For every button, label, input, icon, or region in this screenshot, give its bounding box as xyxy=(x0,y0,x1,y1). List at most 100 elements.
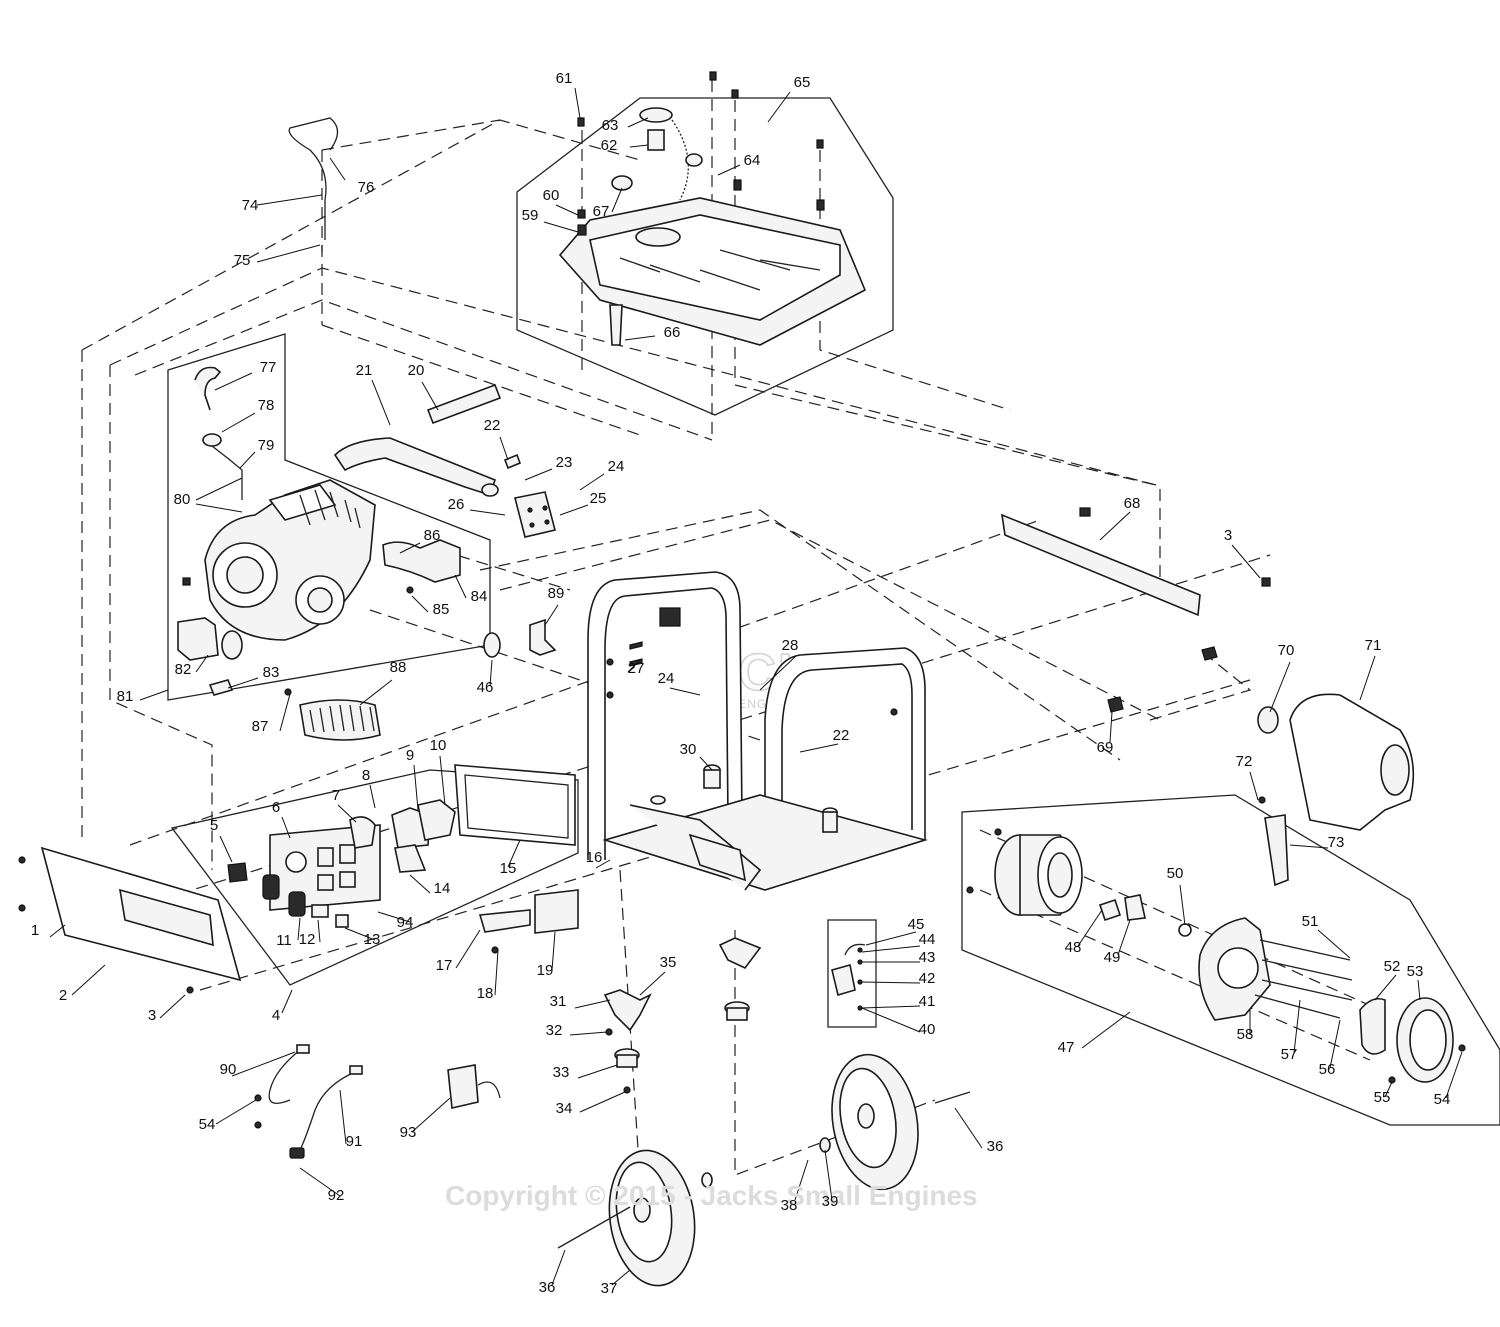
callout-64: 64 xyxy=(744,152,761,169)
rear-bearing-carrier xyxy=(1359,997,1386,1055)
callout-85: 85 xyxy=(433,601,450,618)
callout-49: 49 xyxy=(1104,949,1121,966)
fuel-tank-neck xyxy=(635,227,681,247)
foot-bracket-2 xyxy=(718,937,762,970)
callout-93: 93 xyxy=(400,1124,417,1141)
callout-94: 94 xyxy=(397,914,414,931)
callout-40: 40 xyxy=(919,1021,936,1038)
callout-92: 92 xyxy=(328,1187,345,1204)
callout-51: 51 xyxy=(1302,913,1319,930)
callout-6: 6 xyxy=(272,799,280,816)
callout-61: 61 xyxy=(556,70,573,87)
callout-34: 34 xyxy=(556,1100,573,1117)
callout-55: 55 xyxy=(1374,1089,1391,1106)
callout-56: 56 xyxy=(1319,1061,1336,1078)
callout-22: 22 xyxy=(833,727,850,744)
wheel-front xyxy=(701,1053,971,1191)
engine-group-outline xyxy=(167,333,491,701)
callout-58: 58 xyxy=(1237,1026,1254,1043)
tie-bar-68 xyxy=(1001,513,1201,617)
callout-83: 83 xyxy=(263,664,280,681)
group-outlines xyxy=(167,97,1500,1126)
battery-box-19 xyxy=(534,889,579,934)
callout-48: 48 xyxy=(1065,939,1082,956)
callout-65: 65 xyxy=(794,74,811,91)
callout-90: 90 xyxy=(220,1061,237,1078)
callout-81: 81 xyxy=(117,688,134,705)
exhaust-tube xyxy=(426,383,502,425)
callout-42: 42 xyxy=(919,970,936,987)
hardware-box-outline xyxy=(827,919,877,1028)
callout-7: 7 xyxy=(332,787,340,804)
callout-13: 13 xyxy=(364,931,381,948)
muffler-gasket xyxy=(382,539,461,583)
wheel-rear xyxy=(557,1149,696,1287)
callout-2: 2 xyxy=(59,987,67,1004)
callout-86: 86 xyxy=(424,527,441,544)
grommet-46 xyxy=(483,632,501,658)
battery-charger-93 xyxy=(447,1064,479,1109)
callout-75: 75 xyxy=(234,252,251,269)
callout-27: 27 xyxy=(628,660,645,677)
callout-5: 5 xyxy=(210,817,218,834)
exhaust-flange xyxy=(514,491,556,538)
callout-17: 17 xyxy=(436,957,453,974)
callout-41: 41 xyxy=(919,993,936,1010)
callout-3: 3 xyxy=(1224,527,1232,544)
callout-76: 76 xyxy=(358,179,375,196)
fuel-tank-group-outline xyxy=(516,97,894,416)
callout-12: 12 xyxy=(299,931,316,948)
fuel-line xyxy=(288,117,339,252)
callout-28: 28 xyxy=(782,637,799,654)
fuel-tank xyxy=(558,71,867,346)
callout-36: 36 xyxy=(987,1138,1004,1155)
callout-37: 37 xyxy=(601,1280,618,1297)
callout-23: 23 xyxy=(556,454,573,471)
accessory-cables xyxy=(254,1044,501,1159)
callout-36: 36 xyxy=(539,1279,556,1296)
callout-25: 25 xyxy=(590,490,607,507)
callout-47: 47 xyxy=(1058,1039,1075,1056)
callout-71: 71 xyxy=(1365,637,1382,654)
front-panel-window xyxy=(119,888,214,947)
callout-44: 44 xyxy=(919,931,936,948)
callout-67: 67 xyxy=(593,203,610,220)
fan-shroud-71 xyxy=(1289,693,1415,831)
panel-housing-15 xyxy=(454,764,576,846)
callout-88: 88 xyxy=(390,659,407,676)
callout-46: 46 xyxy=(477,679,494,696)
callout-1: 1 xyxy=(31,922,39,939)
callout-38: 38 xyxy=(781,1197,798,1214)
cable-91 xyxy=(349,1065,363,1075)
callout-73: 73 xyxy=(1328,834,1345,851)
callout-79: 79 xyxy=(258,437,275,454)
callout-22: 22 xyxy=(484,417,501,434)
fuel-gauge xyxy=(611,175,633,191)
callout-60: 60 xyxy=(543,187,560,204)
callout-43: 43 xyxy=(919,949,936,966)
alternator-group-outline xyxy=(961,794,1500,1126)
tank-grommet xyxy=(577,224,587,236)
battery-strap-17 xyxy=(478,909,531,933)
callout-30: 30 xyxy=(680,741,697,758)
callout-9: 9 xyxy=(406,747,414,764)
callout-33: 33 xyxy=(553,1064,570,1081)
callout-31: 31 xyxy=(550,993,567,1010)
engine-assembly xyxy=(177,366,557,741)
callout-14: 14 xyxy=(434,880,451,897)
callout-8: 8 xyxy=(362,767,370,784)
starter-motor xyxy=(177,617,219,661)
bracket-89 xyxy=(529,618,557,656)
callout-39: 39 xyxy=(822,1193,839,1210)
callout-54: 54 xyxy=(1434,1091,1451,1108)
fuel-filter xyxy=(202,433,222,447)
callout-89: 89 xyxy=(548,585,565,602)
callout-53: 53 xyxy=(1407,963,1424,980)
callout-3: 3 xyxy=(148,1007,156,1024)
alternator-assembly xyxy=(966,828,1466,1084)
leader-lines xyxy=(49,87,1463,1286)
callout-52: 52 xyxy=(1384,958,1401,975)
